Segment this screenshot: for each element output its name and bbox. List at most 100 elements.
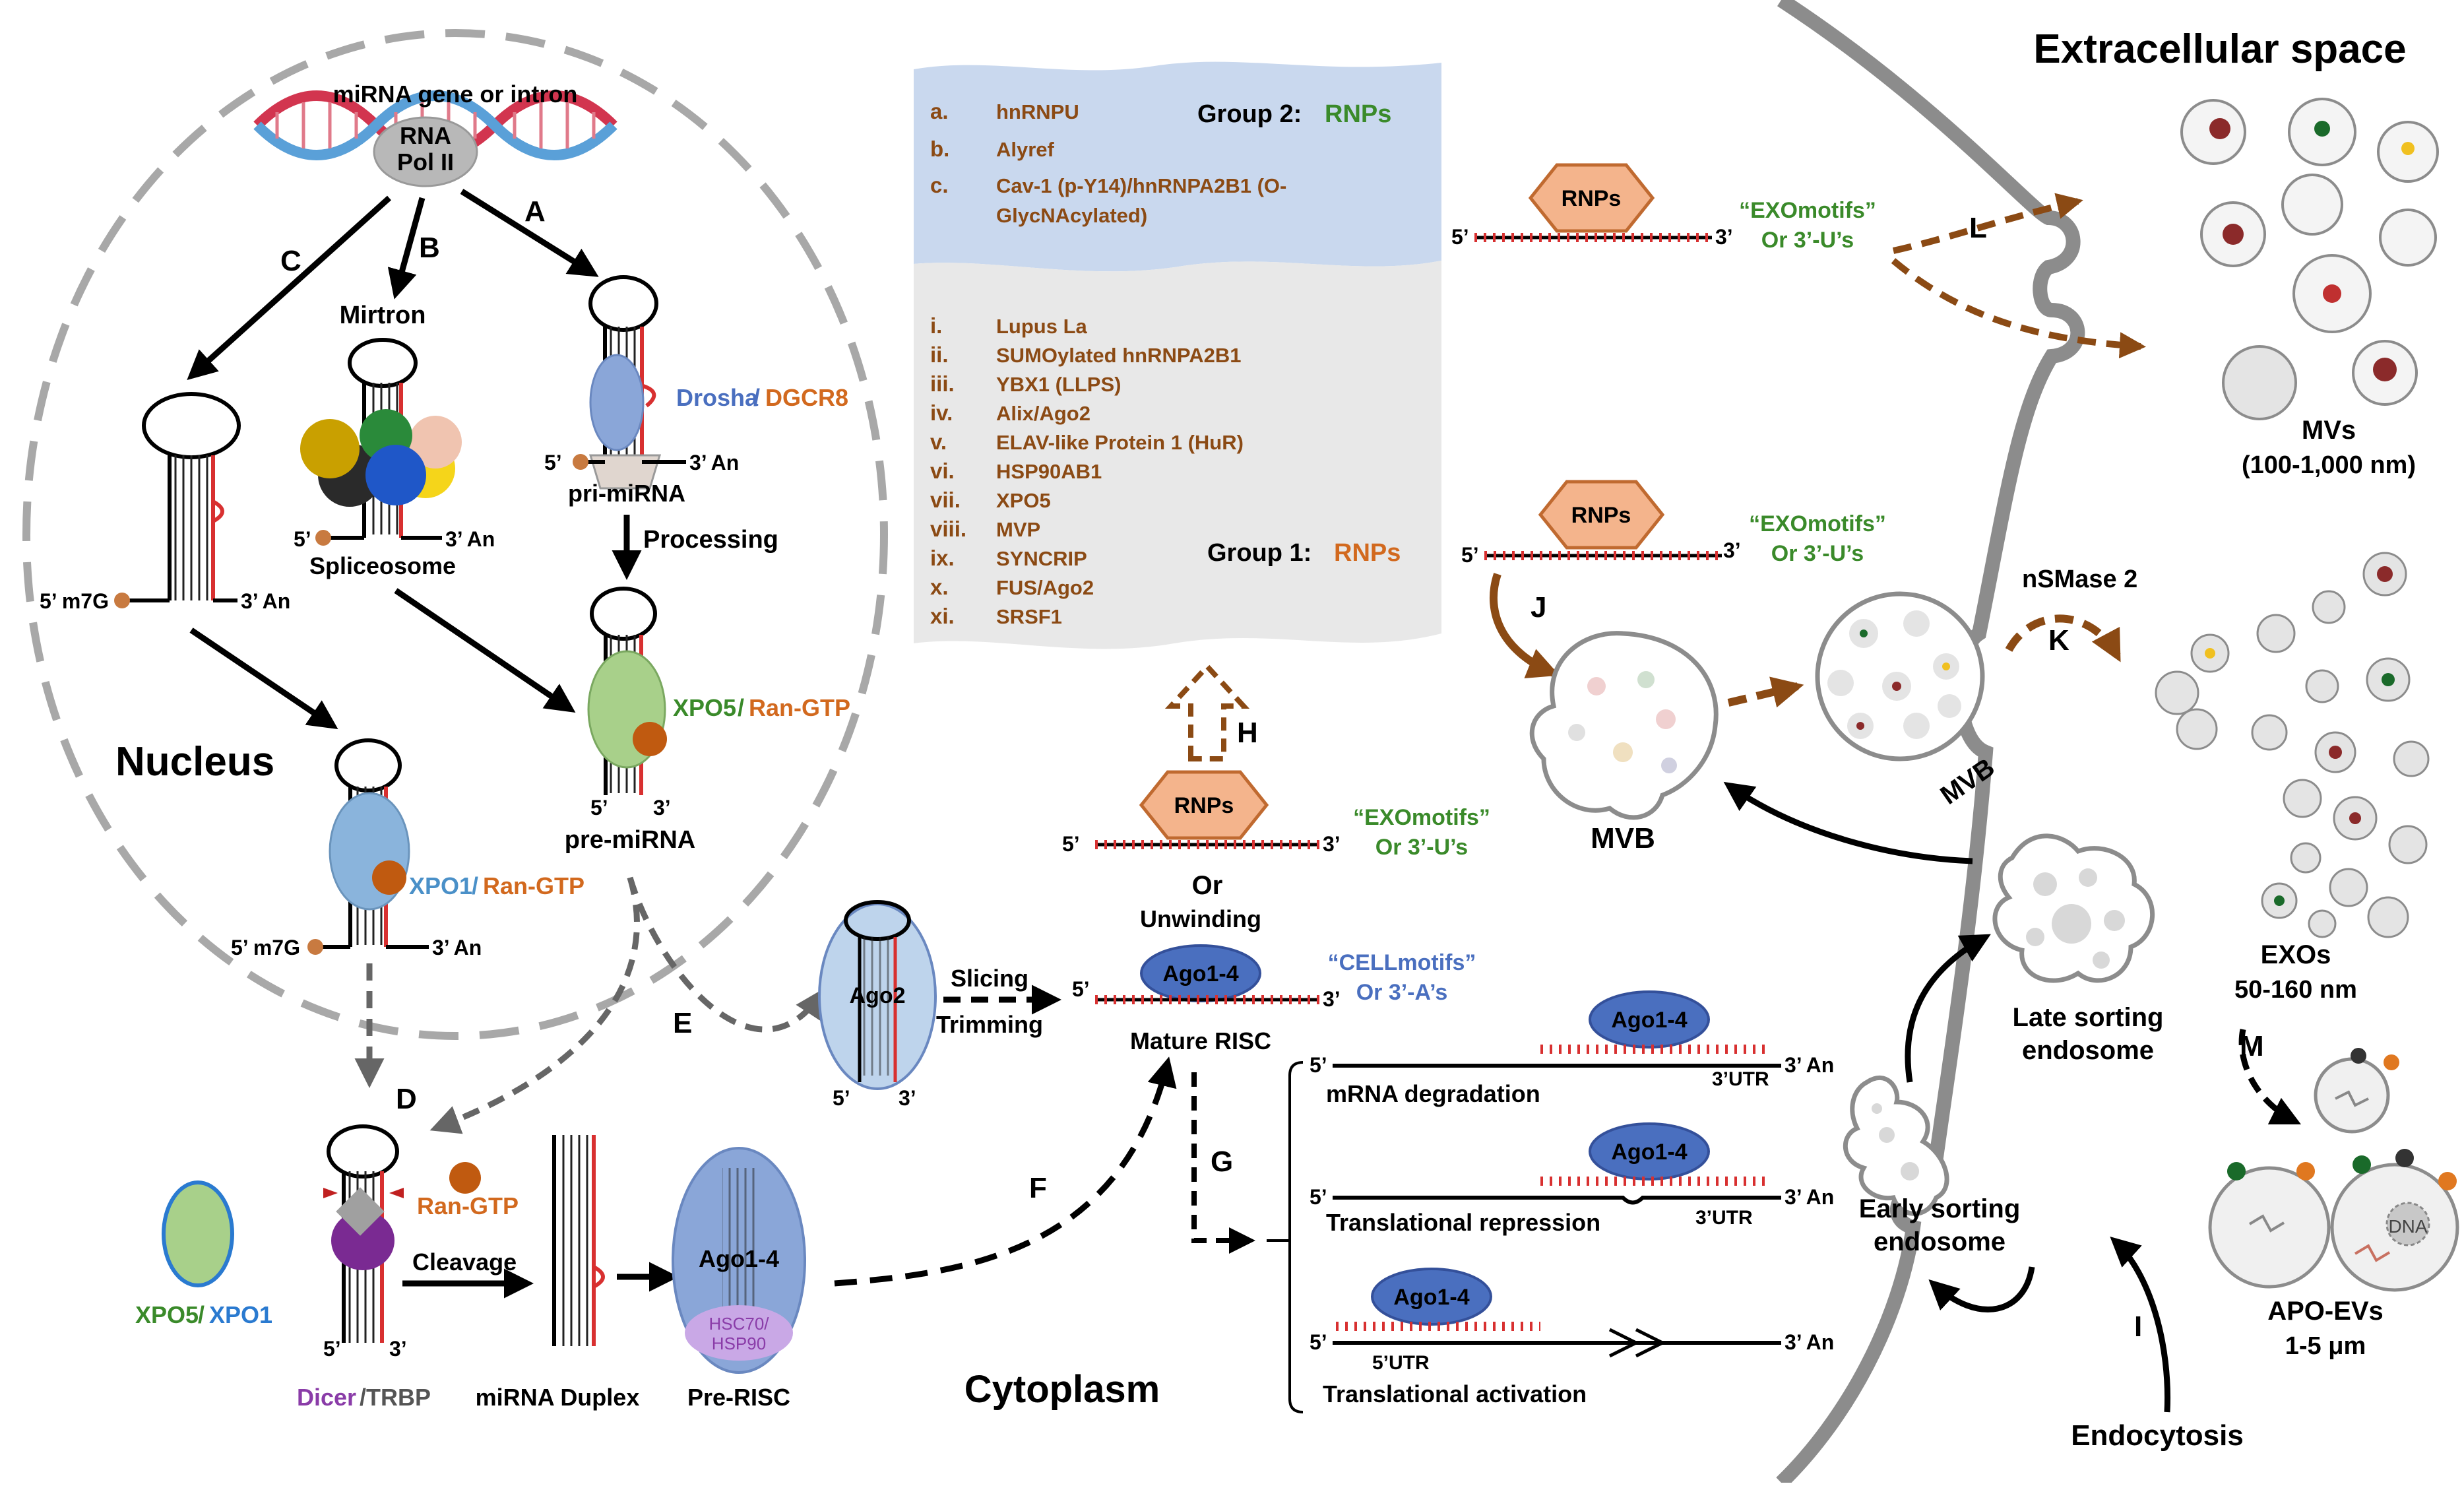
ago2-3prime: 3’ bbox=[899, 1086, 916, 1110]
exomotif-mid-2: Or 3’-U’s bbox=[1771, 541, 1864, 566]
drosha-label: Drosha bbox=[676, 384, 759, 411]
late-to-mvb-arrow bbox=[1723, 781, 1973, 864]
exomotif-center-2: Or 3’-U’s bbox=[1375, 835, 1468, 860]
label-h: H bbox=[1237, 717, 1258, 749]
processing-label: Processing bbox=[643, 526, 778, 554]
hsc70-label: HSC70/ bbox=[709, 1314, 769, 1334]
xpo1-label: XPO1 bbox=[409, 872, 472, 899]
g1-idx-6: vii. bbox=[930, 488, 961, 512]
spliceosome-3prime: 3’ An bbox=[445, 527, 495, 551]
label-e: E bbox=[673, 1007, 692, 1039]
legend-xpo1: XPO1 bbox=[209, 1301, 272, 1328]
apo-label: APO-EVs bbox=[2267, 1297, 2384, 1326]
pre-5prime: 5’ bbox=[590, 796, 608, 820]
arrow-g bbox=[1191, 1072, 1255, 1254]
tail-label-c: 3’ An bbox=[241, 589, 290, 613]
exomotif-top-1: “EXOmotifs” bbox=[1739, 198, 1876, 223]
g2-idx-0: a. bbox=[930, 99, 949, 123]
endocytosis-label: Endocytosis bbox=[2071, 1419, 2244, 1452]
rna-pol-label-1: RNA bbox=[400, 122, 451, 149]
arrow-c bbox=[187, 195, 392, 381]
cap-label-xpo1: 5’ m7G bbox=[231, 936, 300, 959]
mirtron-label: Mirtron bbox=[340, 302, 426, 329]
pre-mirna-label: pre-miRNA bbox=[565, 826, 695, 854]
arrow-e bbox=[627, 876, 825, 1033]
label-a: A bbox=[524, 195, 546, 228]
capped-hairpin-c bbox=[114, 392, 241, 608]
exos-label: EXOs bbox=[2261, 940, 2331, 969]
rnp-mid-5prime: 5’ bbox=[1461, 543, 1479, 567]
mvs-label: MVs bbox=[2302, 416, 2356, 445]
rep-an: 3’ An bbox=[1785, 1185, 1834, 1209]
drosha-slash: / bbox=[753, 384, 760, 411]
dgcr8-label: DGCR8 bbox=[765, 384, 848, 411]
ago2-complex bbox=[818, 900, 937, 1090]
mvb-mature bbox=[1815, 591, 1985, 761]
g2-item-2: Cav-1 (p-Y14)/hnRNPA2B1 (O- bbox=[996, 174, 1286, 197]
mvb-label-1: MVB bbox=[1591, 822, 1655, 855]
deg-3utr: 3’UTR bbox=[1712, 1068, 1769, 1090]
act-5utr: 5’UTR bbox=[1372, 1352, 1430, 1374]
extracellular-title: Extracellular space bbox=[2033, 26, 2406, 72]
apo-ev-vesicles bbox=[2208, 1048, 2459, 1292]
exo-vesicles bbox=[2155, 552, 2430, 938]
cellmotif-2: Or 3’-A’s bbox=[1356, 980, 1448, 1005]
xpo5-label: XPO5 bbox=[673, 694, 736, 721]
ran-gtp-label-xpo1: Ran-GTP bbox=[483, 872, 584, 899]
g2-idx-2: c. bbox=[930, 173, 949, 197]
legend-slash: / bbox=[198, 1301, 205, 1328]
g1-idx-7: viii. bbox=[930, 517, 966, 541]
act-ago-label: Ago1-4 bbox=[1393, 1285, 1469, 1310]
group1-title: Group 1: bbox=[1207, 539, 1311, 567]
nucleus-envelope bbox=[22, 29, 888, 1040]
dna-label: DNA bbox=[2388, 1216, 2427, 1237]
arrow-k bbox=[2005, 614, 2122, 662]
label-d: D bbox=[396, 1083, 417, 1115]
translational-repression-label: Translational repression bbox=[1326, 1209, 1600, 1236]
rep-3utr: 3’UTR bbox=[1695, 1207, 1753, 1229]
group1-box bbox=[914, 261, 1441, 649]
early-endosome-2: endosome bbox=[1874, 1227, 2006, 1256]
g1-item-7: MVP bbox=[996, 518, 1040, 541]
rnp-mid bbox=[1484, 480, 1722, 560]
apo-size: 1-5 μm bbox=[2285, 1332, 2366, 1360]
rnp-top-label: RNPs bbox=[1562, 186, 1622, 211]
xpo1-hairpin bbox=[307, 738, 429, 955]
g1-item-1: SUMOylated hnRNPA2B1 bbox=[996, 344, 1242, 367]
mature-ago-label: Ago1-4 bbox=[1162, 961, 1238, 986]
legend-xpo5: XPO5 bbox=[135, 1301, 199, 1328]
g1-item-0: Lupus La bbox=[996, 315, 1088, 338]
g2-item-1: Alyref bbox=[996, 138, 1055, 161]
g1-item-4: ELAV-like Protein 1 (HuR) bbox=[996, 431, 1244, 454]
pri-mirna-label: pri-miRNA bbox=[568, 480, 685, 507]
mvb-arrow bbox=[1727, 676, 1804, 708]
rep-5prime: 5’ bbox=[1310, 1185, 1327, 1209]
g1-item-10: SRSF1 bbox=[996, 605, 1062, 628]
dicer-5prime: 5’ bbox=[323, 1337, 341, 1361]
endocytosis-to-early-arrow bbox=[1928, 1266, 2035, 1312]
rnp-center bbox=[1095, 770, 1319, 849]
translational-activation-diagram bbox=[1333, 1268, 1781, 1358]
rnp-center-3prime: 3’ bbox=[1323, 832, 1341, 856]
nsmase-label: nSMase 2 bbox=[2022, 565, 2137, 593]
arrow-j bbox=[1489, 573, 1560, 678]
rnp-mid-3prime: 3’ bbox=[1723, 538, 1741, 562]
early-sorting-endosome bbox=[1843, 1076, 1949, 1216]
cleavage-label: Cleavage bbox=[412, 1248, 517, 1276]
trimming-label: Trimming bbox=[936, 1011, 1043, 1038]
mvb-forming bbox=[1529, 631, 1719, 820]
arrow-b bbox=[387, 197, 426, 300]
g1-idx-4: v. bbox=[930, 430, 947, 454]
tail-label-xpo1: 3’ An bbox=[432, 936, 482, 959]
label-c: C bbox=[280, 245, 301, 277]
g1-idx-5: vi. bbox=[930, 459, 955, 483]
arrow-to-xpo5 bbox=[394, 588, 576, 713]
act-an: 3’ An bbox=[1785, 1330, 1834, 1354]
ran-gtp-label-pre: Ran-GTP bbox=[749, 694, 850, 721]
label-m: M bbox=[2240, 1030, 2264, 1062]
rna-pol-ii bbox=[373, 116, 478, 187]
arrow-l-lower bbox=[1891, 258, 2146, 359]
spliceosome-5prime: 5’ bbox=[294, 527, 311, 551]
g2-item-0: hnRNPU bbox=[996, 100, 1079, 123]
group2-list: a. hnRNPU b. Alyref c. Cav-1 (p-Y14)/hnR… bbox=[930, 99, 1286, 227]
